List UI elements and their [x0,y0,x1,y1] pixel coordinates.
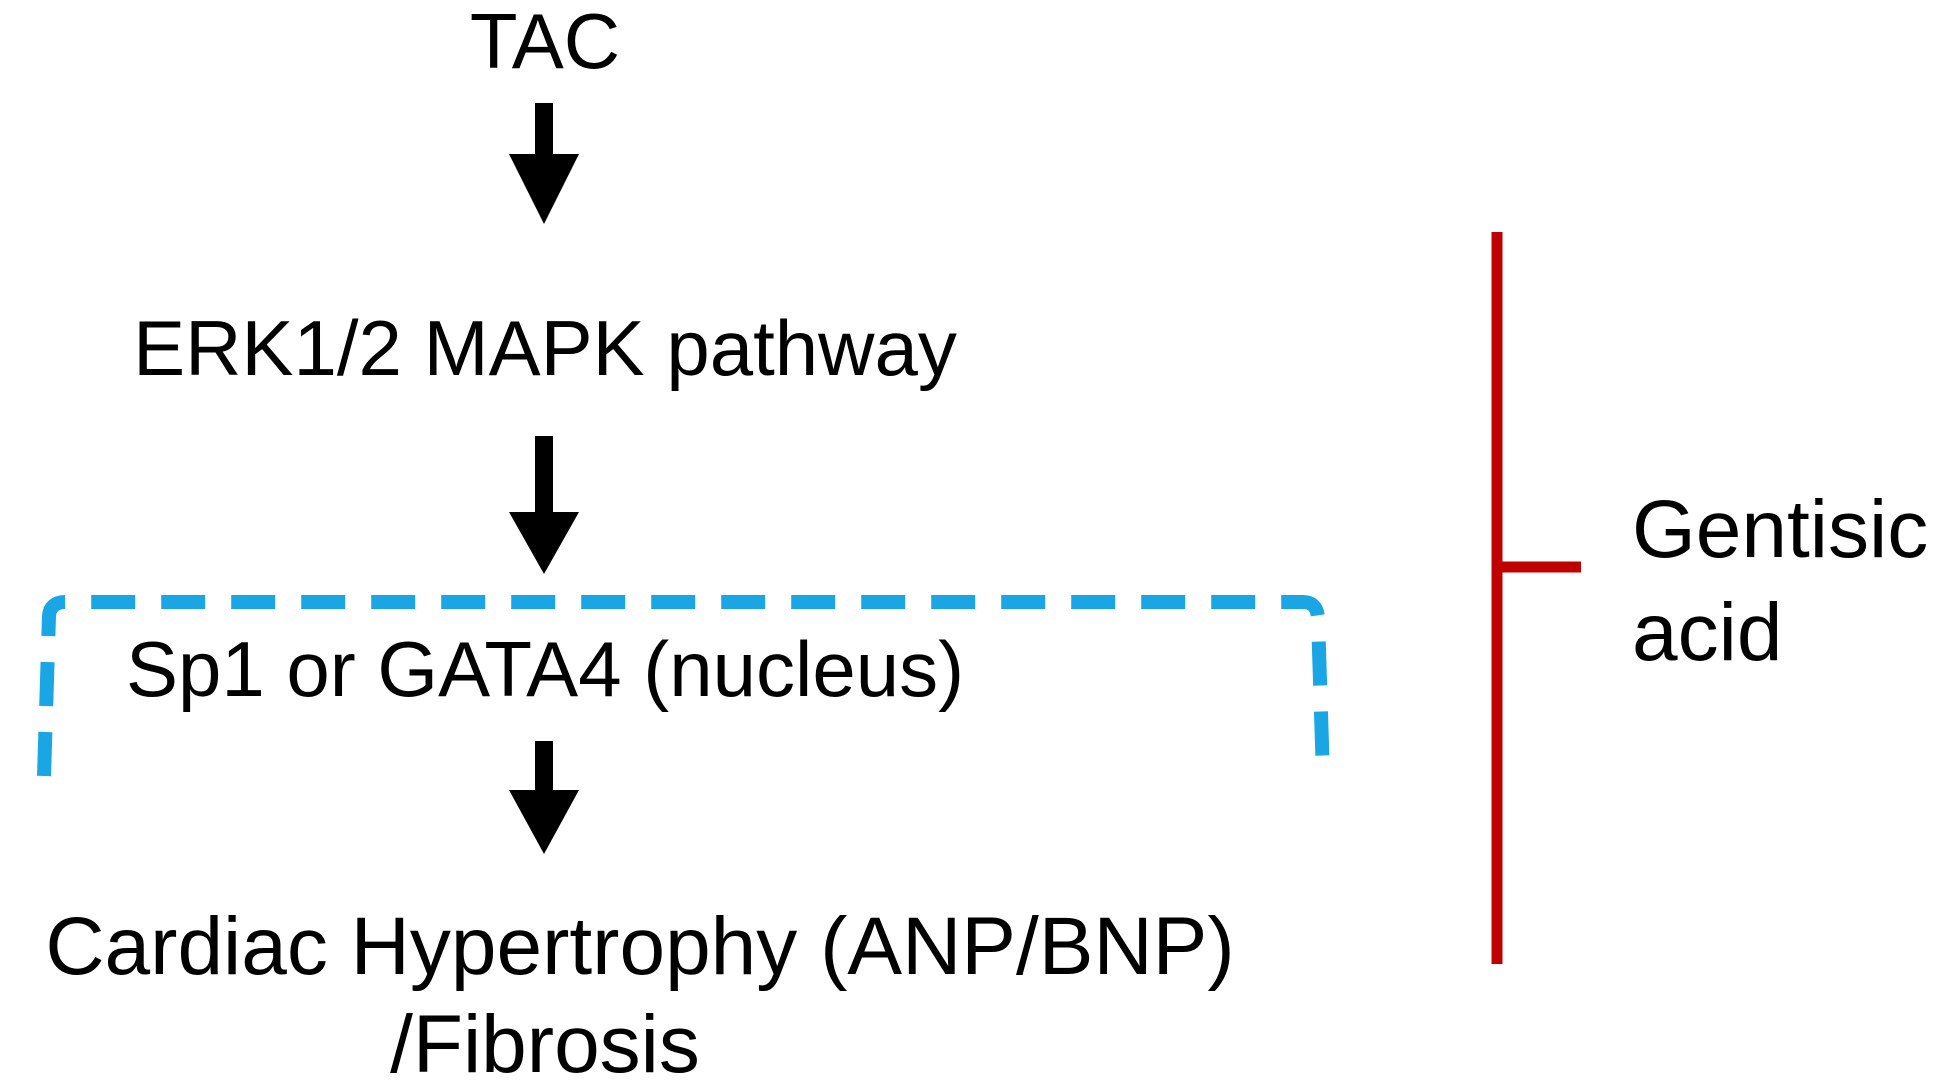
inhibitor-label-line2: acid [1632,587,1783,678]
arrowhead [509,154,579,224]
node-sp1-gata4-nucleus: Sp1 or GATA4 (nucleus) [125,625,965,713]
arrowhead [509,512,579,574]
inhibition-bar [1491,232,1581,964]
arrow-shaft [535,103,553,157]
inhibitor-label-line1: Gentisic [1632,484,1929,575]
arrow-shaft [535,741,553,793]
nucleus-bracket [37,595,1330,777]
arrow-tac-to-erk [509,103,579,224]
arrow-shaft [535,436,553,516]
node-tac: TAC [469,0,621,85]
node-outcome-line1: Cardiac Hypertrophy (ANP/BNP) [45,901,1235,992]
node-erk-mapk-pathway: ERK1/2 MAPK pathway [133,304,957,392]
node-outcome-line2: /Fibrosis [390,999,700,1090]
arrow-erk-to-sp1 [509,436,579,574]
arrow-sp1-to-outcome [509,741,579,854]
arrowhead [509,790,579,854]
